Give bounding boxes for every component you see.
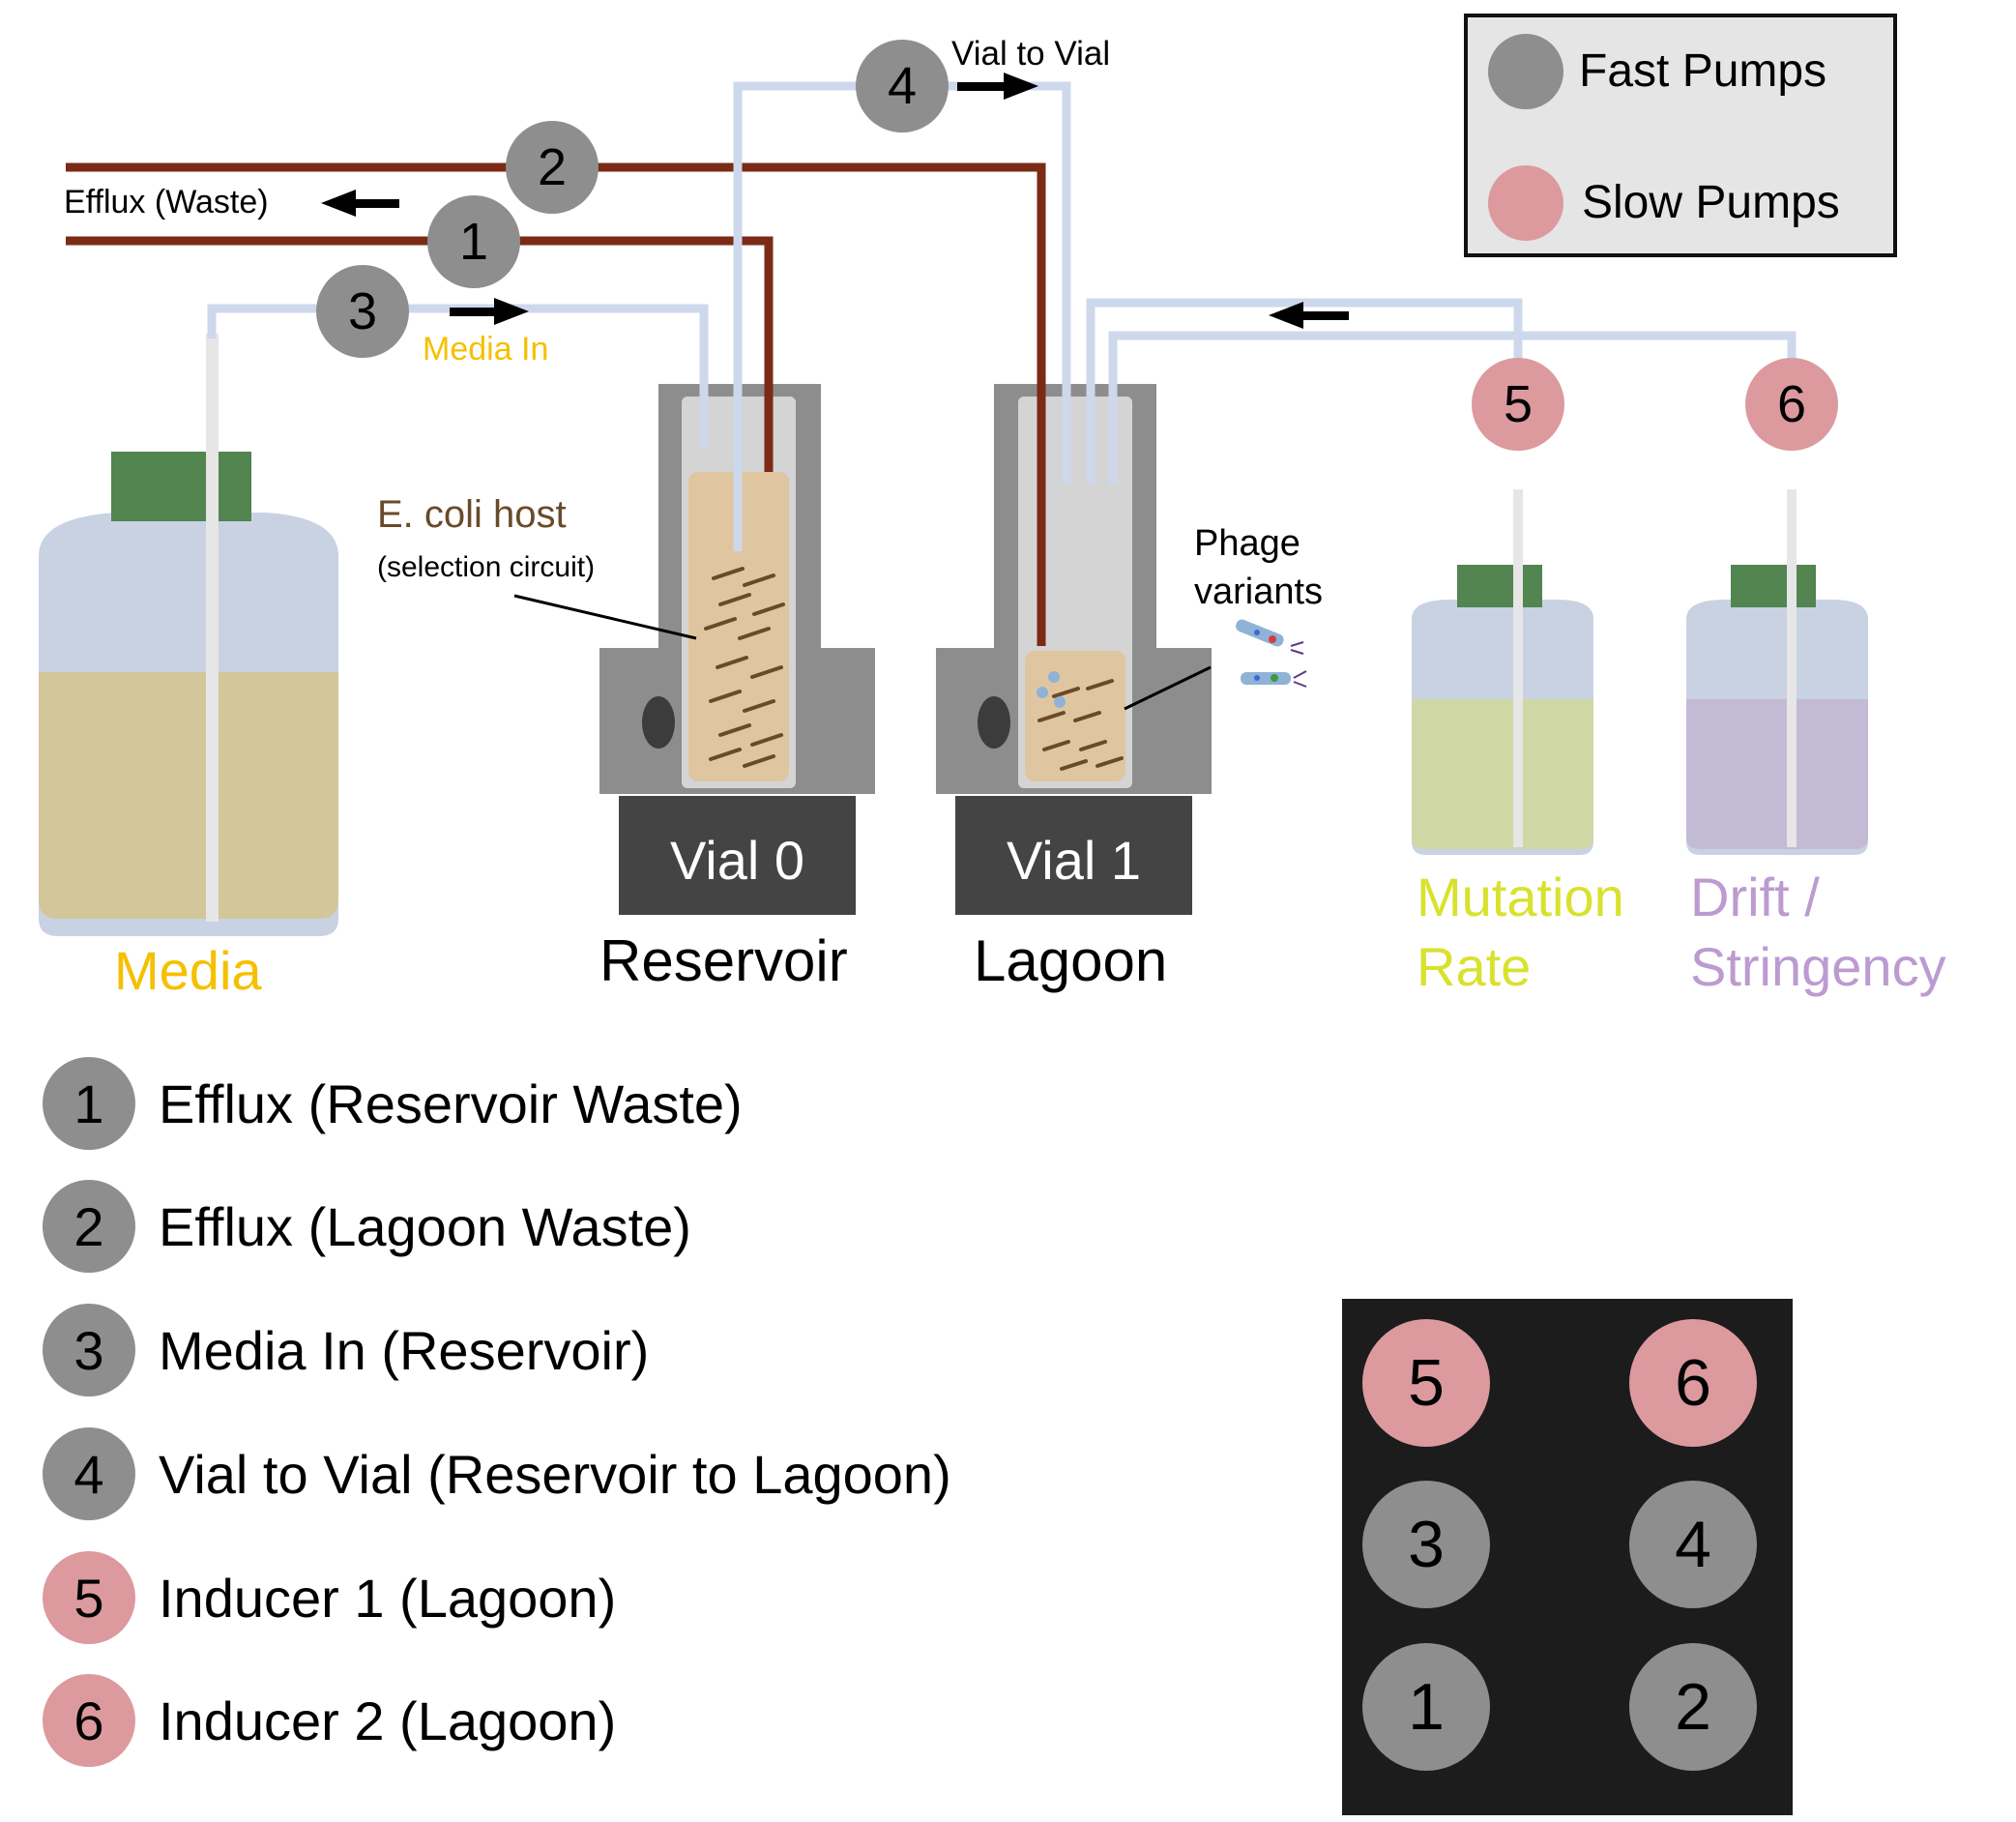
- media-in-label: Media In: [423, 331, 549, 367]
- pointer-lines: [513, 594, 1212, 711]
- pump-key-number: 3: [43, 1304, 135, 1396]
- ecoli-cells: [704, 567, 1124, 771]
- fast-pumps-label: Fast Pumps: [1579, 45, 1827, 97]
- mutation-rate-label-line1: Mutation: [1417, 867, 1624, 927]
- lagoon-waste-tube: [66, 162, 1046, 646]
- pump-key-row-2: 2 Efflux (Lagoon Waste): [43, 1179, 691, 1274]
- pump-key-description: Vial to Vial (Reservoir to Lagoon): [159, 1443, 951, 1505]
- media-bottle: [39, 334, 338, 936]
- phage-label-line2: variants: [1194, 572, 1324, 612]
- media-bottle-cap: [111, 452, 251, 521]
- pump-key-row-4: 4 Vial to Vial (Reservoir to Lagoon): [43, 1426, 951, 1521]
- slow-pump-swatch: [1488, 165, 1563, 241]
- panel-pump-5-number: 5: [1408, 1346, 1445, 1420]
- efflux-waste-label: Efflux (Waste): [64, 184, 269, 220]
- pump-key-description: Media In (Reservoir): [159, 1319, 650, 1381]
- panel-pump-4-number: 4: [1675, 1508, 1711, 1581]
- inducer1-tube: [1086, 298, 1523, 484]
- vial-0-label: Vial 0: [669, 830, 805, 891]
- pump-key-number: 6: [43, 1674, 135, 1767]
- media-in-tube: [207, 304, 709, 447]
- lagoon-label: Lagoon: [974, 928, 1168, 993]
- diagram-pump-5-number: 5: [1504, 375, 1533, 433]
- pump-key-number: 2: [43, 1180, 135, 1273]
- panel-pump-3-number: 3: [1408, 1508, 1445, 1581]
- panel-pump-4: 4: [1629, 1481, 1757, 1608]
- drift-label-line1: Drift /: [1690, 867, 1820, 927]
- media-label: Media: [114, 940, 262, 1001]
- pump-key-description: Efflux (Reservoir Waste): [159, 1073, 743, 1134]
- phage-dots: [1037, 671, 1066, 708]
- pump-key-description: Inducer 1 (Lagoon): [159, 1567, 617, 1629]
- pump-key-description: Inducer 2 (Lagoon): [159, 1690, 617, 1751]
- drift-stringency-bottle: [1686, 489, 1868, 855]
- inducer-arrow: [1269, 302, 1349, 329]
- fast-pump-swatch: [1488, 34, 1563, 109]
- pump-key-number: 1: [43, 1057, 135, 1150]
- vial-to-vial-label: Vial to Vial: [951, 35, 1111, 73]
- panel-pump-2-number: 2: [1675, 1670, 1711, 1744]
- diagram-pump-2-number: 2: [538, 138, 567, 196]
- pump-key-number: 5: [43, 1551, 135, 1644]
- waste-tubes: [66, 162, 1046, 646]
- inducer2-tube: [1108, 331, 1797, 484]
- lagoon-instrument: [936, 384, 1212, 915]
- phage-variant-icons: [1236, 619, 1307, 688]
- mutation-rate-label-line2: Rate: [1417, 936, 1532, 997]
- diagram-pump-6: 6: [1745, 358, 1838, 451]
- diagram-pump-3-number: 3: [348, 282, 377, 340]
- diagram-pump-5: 5: [1472, 358, 1564, 451]
- pump-key-number: 4: [43, 1427, 135, 1520]
- reservoir-waste-tube: [66, 236, 774, 472]
- panel-pump-5: 5: [1362, 1319, 1490, 1447]
- pump-key-row-1: 1 Efflux (Reservoir Waste): [43, 1056, 743, 1151]
- diagram-pump-1: 1: [427, 195, 520, 288]
- ecoli-host-subtitle: (selection circuit): [377, 551, 596, 583]
- diagram-pump-4-number: 4: [888, 57, 917, 115]
- drift-label-line2: Stringency: [1690, 936, 1946, 997]
- pump-key-description: Efflux (Lagoon Waste): [159, 1195, 691, 1257]
- efflux-arrow: [321, 190, 399, 217]
- ecoli-host-title: E. coli host: [377, 493, 567, 536]
- pump-key-row-3: 3 Media In (Reservoir): [43, 1303, 649, 1397]
- mutation-rate-bottle: [1412, 489, 1593, 855]
- diagram-pump-2: 2: [506, 121, 599, 214]
- diagram-pump-4: 4: [856, 40, 949, 132]
- vial-to-vial-arrow: [957, 73, 1038, 100]
- panel-pump-6-number: 6: [1675, 1346, 1711, 1420]
- diagram-pump-1-number: 1: [459, 213, 488, 271]
- reservoir-label: Reservoir: [599, 928, 848, 993]
- slow-pumps-label: Slow Pumps: [1582, 177, 1840, 228]
- panel-pump-6: 6: [1629, 1319, 1757, 1447]
- media-in-arrow: [450, 298, 529, 325]
- pump-key-row-6: 6 Inducer 2 (Lagoon): [43, 1673, 616, 1768]
- flow-arrows: [321, 73, 1349, 329]
- panel-pump-1-number: 1: [1408, 1670, 1445, 1744]
- diagram-pump-6-number: 6: [1777, 375, 1806, 433]
- vial-1-label: Vial 1: [1006, 830, 1142, 891]
- phage-label-line1: Phage: [1194, 523, 1300, 564]
- panel-pump-3: 3: [1362, 1481, 1490, 1608]
- reservoir-instrument: [599, 384, 875, 915]
- diagram-pump-3: 3: [316, 265, 409, 358]
- pump-key-row-5: 5 Inducer 1 (Lagoon): [43, 1550, 616, 1645]
- panel-pump-2: 2: [1629, 1643, 1757, 1771]
- panel-pump-1: 1: [1362, 1643, 1490, 1771]
